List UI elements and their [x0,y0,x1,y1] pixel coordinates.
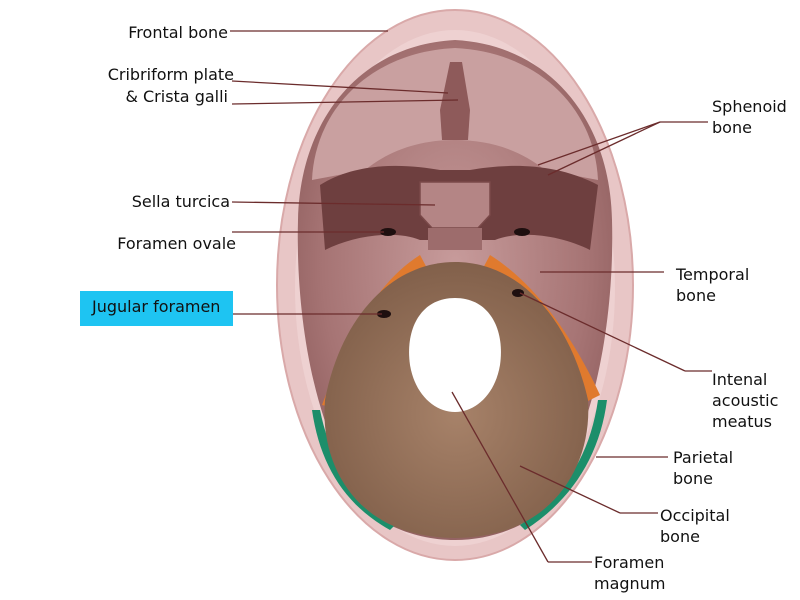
label-magnum-2: magnum [594,574,666,593]
foramen-magnum [409,298,501,412]
label-jugular-foramen: Jugular foramen [92,297,221,316]
leader-sphenoid-b [547,121,661,176]
label-iam-2: acoustic [712,391,779,410]
leader-occipital-a [519,465,621,514]
label-temporal-1: Temporal [676,265,750,284]
label-sella-turcica: Sella turcica [131,192,230,211]
leader-sella [231,201,436,206]
label-cribriform-plate: Cribriform plate [107,65,234,84]
label-iam-3: meatus [712,412,772,431]
leader-lines [230,30,712,563]
parietal-right [520,400,607,530]
jugular-foramen-highlight [80,291,233,326]
leader-cribriform-2 [231,99,459,105]
iam-spot [512,289,524,297]
label-magnum-1: Foramen [594,553,665,572]
label-iam-1: Intenal [712,370,768,389]
label-frontal-bone: Frontal bone [128,23,228,42]
label-parietal-2: bone [673,469,713,488]
foramen-ovale-right [514,228,530,236]
label-temporal-2: bone [676,286,716,305]
leader-cribriform-1 [231,80,449,94]
jugular-foramen-spot [377,310,391,318]
parietal-left [312,410,395,530]
leader-iam [519,292,686,372]
label-sphenoid-1: Sphenoid [712,97,787,116]
crista-galli [440,62,470,140]
label-foramen-ovale: Foramen ovale [117,234,236,253]
label-parietal-1: Parietal [673,448,734,467]
label-sphenoid-2: bone [712,118,752,137]
sella-dorsum [428,228,482,250]
label-occipital-1: Occipital [660,506,730,525]
leader-magnum-a [451,391,549,563]
label-crista-galli: & Crista galli [125,87,228,106]
leader-sphenoid-a [537,121,661,166]
label-occipital-2: bone [660,527,700,546]
foramen-ovale-left [380,228,396,236]
